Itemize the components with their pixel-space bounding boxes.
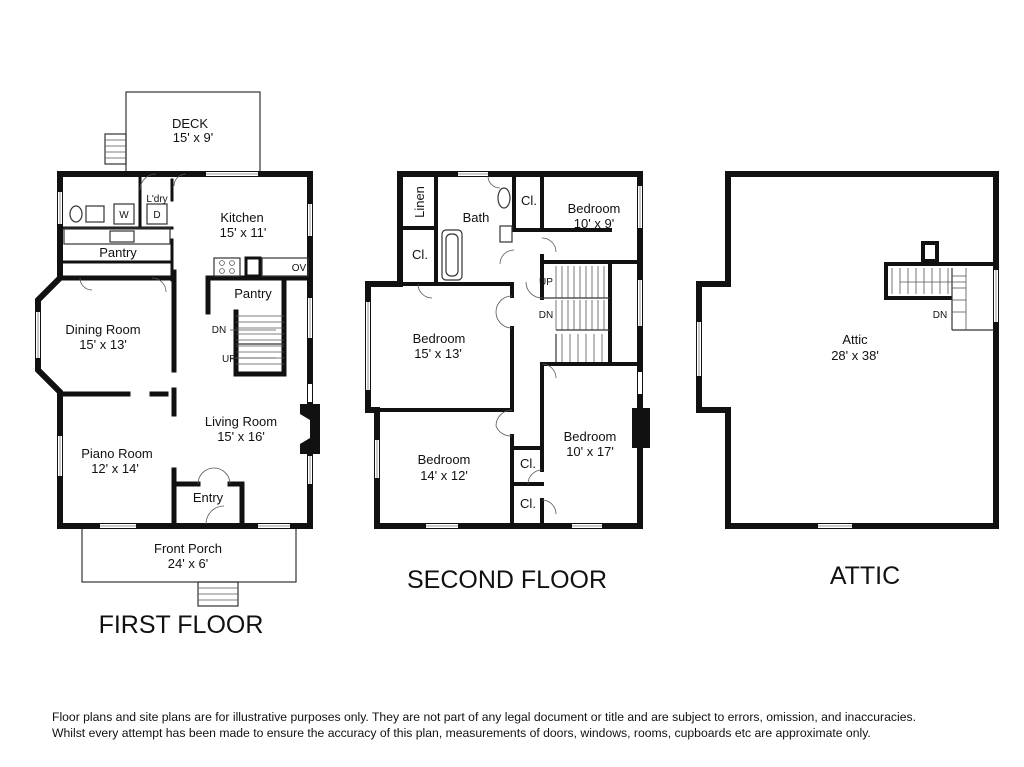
first-floor-stairs bbox=[230, 315, 284, 365]
disclaimer-line-1: Floor plans and site plans are for illus… bbox=[52, 710, 916, 724]
mark-washer: W bbox=[119, 210, 129, 221]
room-name-bedroom-3: Bedroom bbox=[418, 452, 471, 467]
room-name-living: Living Room bbox=[205, 414, 277, 429]
first-floor-doors bbox=[79, 173, 231, 525]
room-size-bedroom-1: 10' x 9' bbox=[574, 216, 614, 231]
room-size-attic: 28' x 38' bbox=[831, 348, 879, 363]
floor-title-second: SECOND FLOOR bbox=[407, 566, 607, 594]
room-name-deck: DECK bbox=[172, 116, 208, 131]
kitchen-counter bbox=[261, 257, 309, 277]
stair-mark-down-2: DN bbox=[539, 310, 553, 321]
disclaimer: Floor plans and site plans are for illus… bbox=[52, 709, 1012, 741]
attic-plan: DN Attic 28' x 38' ATTIC bbox=[696, 171, 999, 590]
fridge bbox=[244, 256, 262, 278]
room-name-dining: Dining Room bbox=[65, 322, 140, 337]
pantry-counter bbox=[63, 227, 171, 245]
attic-stairs bbox=[884, 241, 996, 331]
room-name-bath: Bath bbox=[463, 210, 490, 225]
room-name-laundry: L'dry bbox=[146, 194, 167, 205]
second-floor-plan: Linen Bath Cl. Bedroom 10' x 9' Cl. UP D… bbox=[365, 171, 650, 594]
washer bbox=[113, 203, 135, 225]
second-floor-interior-walls bbox=[375, 174, 640, 526]
room-name-closet-1: Cl. bbox=[521, 193, 537, 208]
room-size-kitchen: 15' x 11' bbox=[220, 225, 267, 240]
toilet bbox=[69, 205, 83, 223]
stair-mark-down-attic: DN bbox=[933, 310, 947, 321]
room-size-bedroom-3: 14' x 12' bbox=[420, 468, 468, 483]
porch-steps bbox=[197, 581, 239, 607]
room-name-closet-2: Cl. bbox=[412, 247, 428, 262]
stair-mark-down: DN bbox=[212, 325, 226, 336]
second-floor-fixtures bbox=[441, 187, 650, 448]
room-name-pantry-2: Pantry bbox=[234, 286, 272, 301]
first-floor-plan: DECK 15' x 9' L'dry W D Kitchen 15' x 11… bbox=[35, 91, 320, 639]
deck-steps bbox=[104, 133, 127, 165]
laundry-sink bbox=[85, 205, 105, 223]
bathtub bbox=[441, 229, 463, 281]
room-name-porch: Front Porch bbox=[154, 541, 222, 556]
room-name-closet-4: Cl. bbox=[520, 496, 536, 511]
room-name-linen: Linen bbox=[412, 186, 427, 218]
bedroom-fireplace bbox=[632, 408, 650, 448]
room-size-dining: 15' x 13' bbox=[79, 337, 127, 352]
room-name-pantry-1: Pantry bbox=[99, 245, 137, 260]
dryer bbox=[146, 203, 168, 225]
room-size-living: 15' x 16' bbox=[217, 429, 265, 444]
mark-dryer: D bbox=[153, 210, 160, 221]
second-floor-windows bbox=[366, 172, 642, 528]
room-size-piano: 12' x 14' bbox=[91, 461, 139, 476]
room-name-bedroom-2: Bedroom bbox=[413, 331, 466, 346]
room-size-porch: 24' x 6' bbox=[168, 556, 208, 571]
room-name-entry: Entry bbox=[193, 490, 224, 505]
room-name-bedroom-1: Bedroom bbox=[568, 201, 621, 216]
room-size-bedroom-4: 10' x 17' bbox=[566, 444, 614, 459]
room-name-kitchen: Kitchen bbox=[220, 210, 263, 225]
room-name-attic: Attic bbox=[842, 332, 868, 347]
room-name-closet-3: Cl. bbox=[520, 456, 536, 471]
stair-mark-up-2: UP bbox=[539, 277, 553, 288]
stove bbox=[213, 257, 241, 277]
floor-title-first: FIRST FLOOR bbox=[99, 611, 264, 639]
second-floor-doors bbox=[417, 175, 557, 515]
first-floor-windows bbox=[36, 172, 312, 528]
bath-sink bbox=[499, 225, 513, 243]
disclaimer-line-2: Whilst every attempt has been made to en… bbox=[52, 726, 871, 740]
toilet-2 bbox=[497, 187, 511, 209]
room-name-piano: Piano Room bbox=[81, 446, 153, 461]
room-size-bedroom-2: 15' x 13' bbox=[414, 346, 462, 361]
room-size-deck: 15' x 9' bbox=[173, 130, 213, 145]
room-name-bedroom-4: Bedroom bbox=[564, 429, 617, 444]
first-floor-fixtures bbox=[63, 203, 320, 454]
floor-title-attic: ATTIC bbox=[830, 562, 900, 590]
mark-oven: OV bbox=[292, 263, 307, 274]
stair-mark-up: UP bbox=[222, 354, 236, 365]
attic-windows bbox=[697, 270, 998, 528]
second-floor-stairs bbox=[542, 266, 610, 362]
